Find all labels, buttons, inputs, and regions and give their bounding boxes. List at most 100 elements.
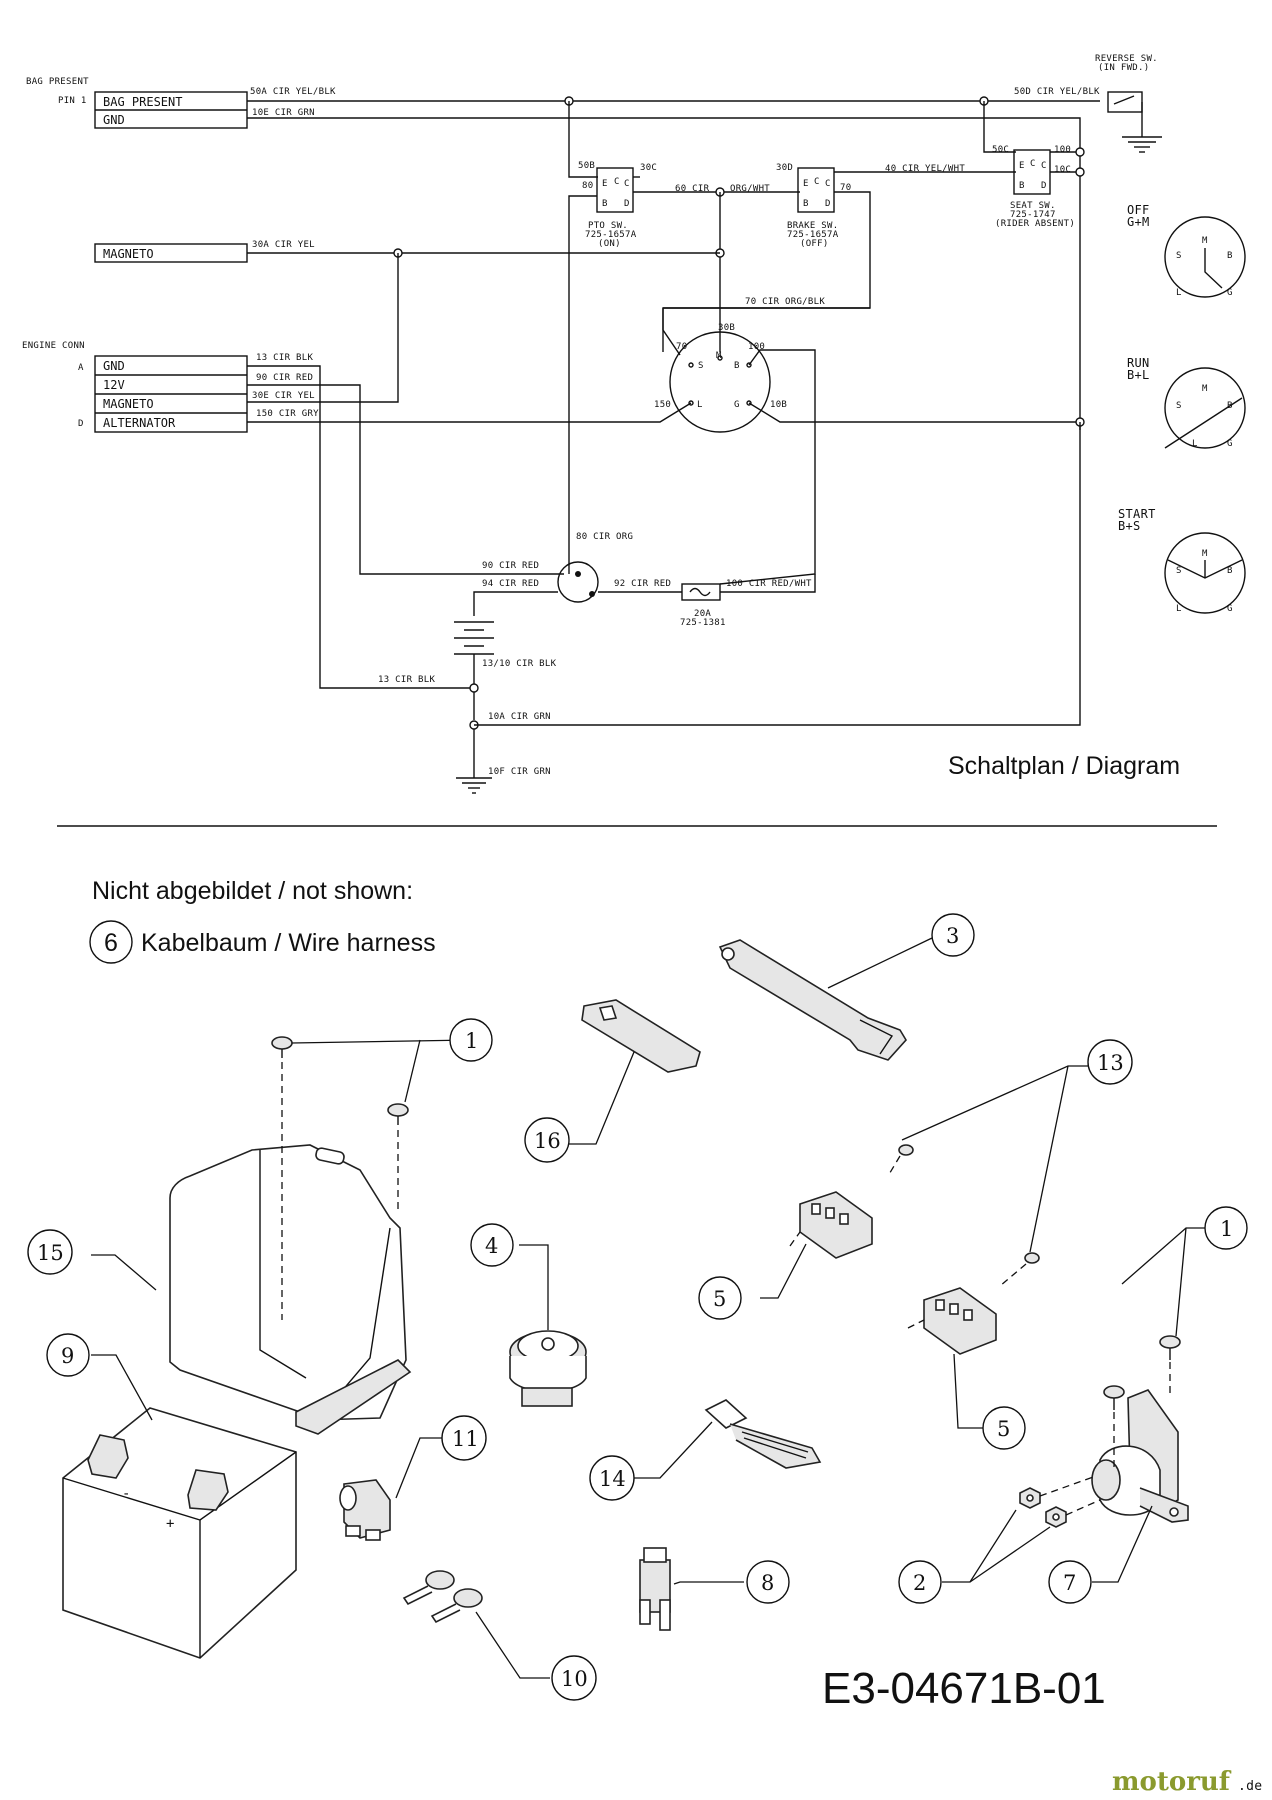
- svg-text:E: E: [1019, 161, 1025, 171]
- svg-text:13 CIR BLK: 13 CIR BLK: [256, 353, 313, 363]
- svg-text:G: G: [1227, 604, 1233, 614]
- svg-text:30D: 30D: [776, 163, 793, 173]
- svg-text:13: 13: [1097, 1051, 1124, 1075]
- part-13-screws: [887, 1144, 1040, 1287]
- callout-3: 3: [931, 913, 975, 957]
- svg-text:S: S: [1176, 251, 1182, 261]
- bag-present-row-2: GND: [103, 113, 125, 127]
- svg-text:L: L: [1192, 439, 1198, 449]
- svg-text:D: D: [624, 199, 630, 209]
- callout-5-lower: 5: [982, 1406, 1026, 1450]
- bag-present-pin: PIN 1: [58, 96, 87, 106]
- svg-text:B: B: [602, 199, 608, 209]
- logo-main: motoruf: [1112, 1767, 1232, 1797]
- part-5-switch-lower: [907, 1287, 997, 1355]
- svg-text:MAGNETO: MAGNETO: [103, 397, 154, 411]
- svg-text:ORG/WHT: ORG/WHT: [730, 184, 770, 194]
- svg-text:92 CIR RED: 92 CIR RED: [614, 579, 671, 589]
- brake-switch: [797, 167, 835, 213]
- callout-9: 9: [46, 1333, 90, 1377]
- svg-text:PTO SW.: PTO SW.: [588, 221, 628, 231]
- svg-text:30A CIR YEL: 30A CIR YEL: [252, 240, 315, 250]
- wire-label-10e: 10E CIR GRN: [252, 108, 315, 118]
- bag-present-header: BAG PRESENT: [26, 77, 89, 87]
- svg-text:S: S: [698, 361, 704, 371]
- svg-text:15: 15: [37, 1241, 64, 1265]
- svg-text:2: 2: [913, 1571, 926, 1595]
- svg-text:ENGINE CONN: ENGINE CONN: [22, 341, 85, 351]
- callout-7: 7: [1048, 1560, 1092, 1604]
- callout-10: 10: [551, 1655, 597, 1701]
- starter-solenoid: [557, 561, 599, 603]
- part-7-ignition-assembly: [1091, 1335, 1189, 1523]
- svg-text:10: 10: [561, 1667, 588, 1691]
- svg-text:GND: GND: [103, 359, 125, 373]
- reverse-switch-label-1: REVERSE SW.: [1095, 54, 1158, 64]
- callout-1-left: 1: [449, 1018, 493, 1062]
- svg-text:10F CIR GRN: 10F CIR GRN: [488, 767, 551, 777]
- svg-text:M: M: [1202, 236, 1208, 246]
- item-6-circle: [89, 920, 133, 964]
- svg-text:C: C: [624, 179, 630, 189]
- svg-text:MAGNETO: MAGNETO: [103, 247, 154, 261]
- svg-text:9: 9: [61, 1344, 74, 1368]
- svg-text:80 CIR ORG: 80 CIR ORG: [576, 532, 633, 542]
- svg-text:3: 3: [946, 924, 959, 948]
- battery-symbol: [454, 621, 494, 655]
- part-8-plunger-switch: [639, 1547, 671, 1631]
- not-shown-heading: Nicht abgebildet / not shown:: [92, 877, 413, 905]
- logo-suffix: .de: [1238, 1779, 1262, 1794]
- ignition-switch: [669, 331, 771, 433]
- part-14-harness: [704, 1399, 822, 1469]
- svg-text:C: C: [814, 177, 820, 187]
- svg-text:(RIDER ABSENT): (RIDER ABSENT): [995, 219, 1075, 229]
- svg-text:L: L: [1176, 288, 1182, 298]
- svg-text:16: 16: [534, 1129, 561, 1153]
- svg-text:13/10 CIR BLK: 13/10 CIR BLK: [482, 659, 557, 669]
- svg-text:E: E: [803, 179, 809, 189]
- svg-text:100 CIR RED/WHT: 100 CIR RED/WHT: [726, 579, 812, 589]
- svg-text:OFF: OFF: [1127, 203, 1150, 217]
- svg-text:725-1747: 725-1747: [1010, 210, 1056, 220]
- callout-13: 13: [1087, 1039, 1133, 1085]
- callout-14: 14: [589, 1455, 635, 1501]
- svg-text:90 CIR RED: 90 CIR RED: [482, 561, 539, 571]
- mode-off: OFF G+M M S B L G: [1127, 203, 1246, 298]
- svg-text:1: 1: [1220, 1217, 1233, 1241]
- part-10-keys: [402, 1570, 483, 1624]
- svg-text:13 CIR BLK: 13 CIR BLK: [378, 675, 435, 685]
- callout-16: 16: [524, 1117, 570, 1163]
- part-2-nuts: [1019, 1475, 1101, 1528]
- svg-text:C: C: [1041, 161, 1047, 171]
- part-1-screws-left: [271, 1036, 409, 1320]
- exploded-parts: - +: [27, 913, 1248, 1701]
- svg-text:B+S: B+S: [1118, 519, 1141, 533]
- svg-text:BRAKE SW.: BRAKE SW.: [787, 221, 838, 231]
- svg-text:5: 5: [713, 1287, 726, 1311]
- svg-text:10B: 10B: [770, 400, 787, 410]
- pto-switch: [596, 167, 634, 213]
- callout-8: 8: [746, 1560, 790, 1604]
- svg-text:G: G: [1227, 288, 1233, 298]
- svg-text:14: 14: [599, 1467, 626, 1491]
- item-6-label: Kabelbaum / Wire harness: [141, 929, 436, 957]
- svg-text:(OFF): (OFF): [800, 239, 829, 249]
- callouts: 1 1 2 3 4 5 5: [27, 913, 1248, 1701]
- part-3-bracket: [718, 939, 907, 1061]
- svg-text:D: D: [825, 199, 831, 209]
- callout-2: 2: [898, 1560, 942, 1604]
- svg-text:D: D: [1041, 181, 1047, 191]
- svg-text:(ON): (ON): [598, 239, 621, 249]
- svg-text:ALTERNATOR: ALTERNATOR: [103, 416, 176, 430]
- svg-text:94 CIR RED: 94 CIR RED: [482, 579, 539, 589]
- svg-text:B: B: [734, 361, 740, 371]
- part-4-pto-switch: [509, 1330, 587, 1407]
- mode-start: START B+S M S B L G: [1118, 507, 1246, 614]
- wire-label-50a: 50A CIR YEL/BLK: [250, 87, 336, 97]
- svg-text:G: G: [734, 400, 740, 410]
- mode-run: RUN B+L M S B L G: [1127, 356, 1246, 449]
- part-11-ignition-switch: [339, 1479, 391, 1541]
- callout-5-upper: 5: [698, 1276, 742, 1320]
- svg-text:START: START: [1118, 507, 1156, 521]
